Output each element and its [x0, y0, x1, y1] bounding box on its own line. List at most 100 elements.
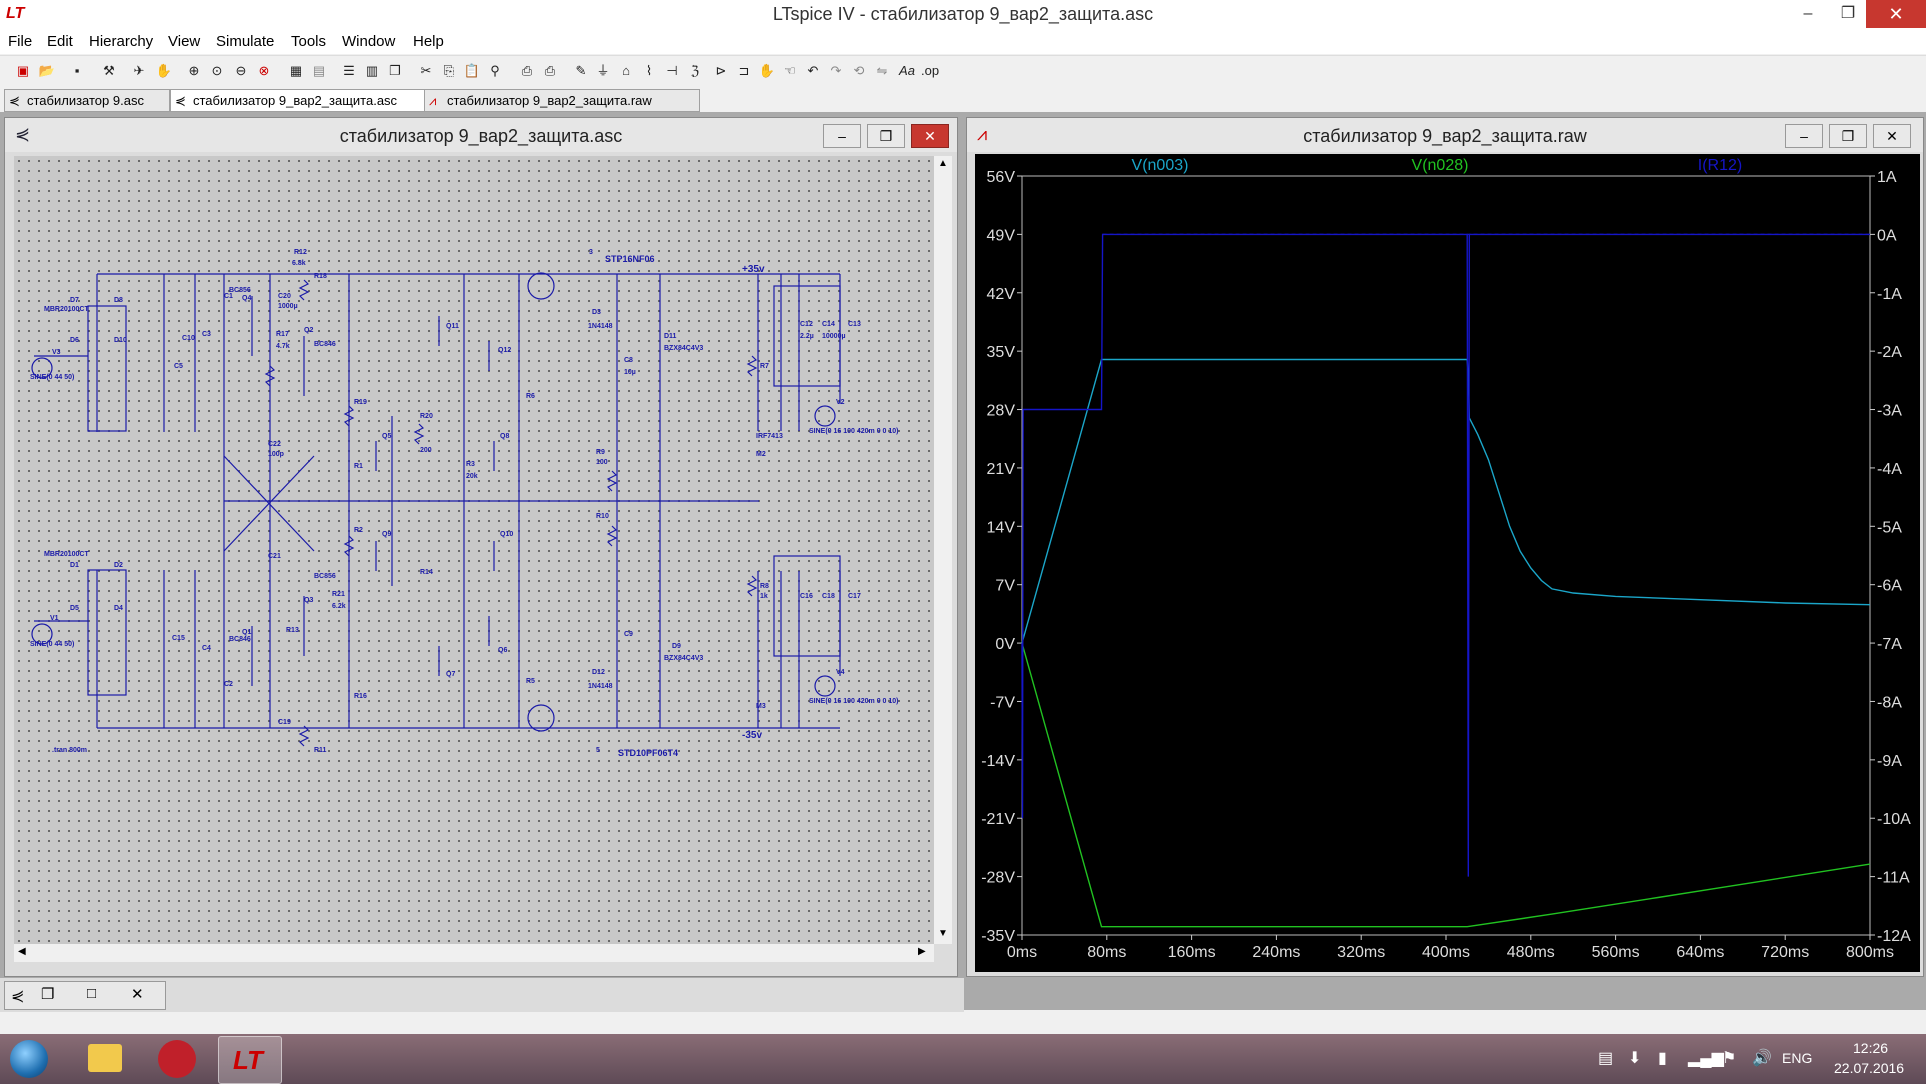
print-icon[interactable]: ⎙	[544, 63, 556, 78]
waveform-icon: ⩘	[429, 93, 437, 108]
schematic-minimize-button[interactable]: –	[823, 124, 861, 148]
label-d2: D2	[114, 562, 123, 569]
schematic-close-button[interactable]: ✕	[911, 124, 949, 148]
label-net-icon[interactable]: ⌂	[622, 63, 630, 78]
autorange-icon[interactable]: ▦	[289, 63, 303, 78]
minimize-button[interactable]: –	[1803, 5, 1813, 22]
maximize-button[interactable]: ❐	[1840, 5, 1856, 22]
capacitor-icon[interactable]: ⊣	[666, 63, 678, 78]
menu-hierarchy[interactable]: Hierarchy	[89, 33, 154, 50]
tab-schematic-2[interactable]: ⋞ стабилизатор 9_вар2_защита.asc	[170, 89, 446, 112]
tray-date[interactable]: 22.07.2016	[1834, 1060, 1905, 1076]
series-line	[1021, 642, 1871, 928]
tray-battery-icon[interactable]: ▮	[1658, 1050, 1667, 1067]
menu-tools[interactable]: Tools	[291, 33, 327, 50]
tray-language[interactable]: ENG	[1782, 1050, 1813, 1066]
menu-file[interactable]: File	[8, 33, 33, 50]
close-icon[interactable]: ✕	[131, 986, 144, 1003]
tab-waveform[interactable]: ⩘ стабилизатор 9_вар2_защита.raw	[424, 89, 700, 112]
spice-directive-icon[interactable]: .op	[921, 63, 940, 78]
tray-volume-icon[interactable]: 🔊	[1752, 1050, 1772, 1067]
mirror-icon[interactable]: ⇋	[876, 63, 888, 78]
ltspice-logo-icon[interactable]: LT	[6, 5, 25, 22]
scroll-left-icon[interactable]: ◀	[18, 946, 26, 957]
find-icon[interactable]: ⚲	[490, 63, 500, 78]
close-button[interactable]: ✕	[1866, 0, 1926, 28]
zoom-out-icon[interactable]: ⊖	[235, 63, 247, 78]
new-schematic-icon[interactable]: ▣	[16, 63, 30, 78]
waveform-restore-button[interactable]: ❐	[1829, 124, 1867, 148]
tray-network-icon[interactable]: ▤	[1598, 1050, 1614, 1067]
minimized-schematic[interactable]: ⋞ ❐ □ ✕	[4, 981, 166, 1010]
waveform-window-titlebar[interactable]: ⩘ стабилизатор 9_вар2_защита.raw – ❐ ✕	[967, 118, 1923, 152]
schematic-horizontal-scrollbar[interactable]: ◀ ▶	[14, 944, 934, 962]
schematic-vertical-scrollbar[interactable]: ▲ ▼	[934, 156, 952, 944]
waveform-close-button[interactable]: ✕	[1873, 124, 1911, 148]
taskbar-app[interactable]	[146, 1036, 208, 1082]
rotate-icon[interactable]: ⟲	[853, 63, 865, 78]
start-button[interactable]	[4, 1036, 54, 1082]
tray-flag-icon[interactable]: ⚑	[1722, 1050, 1737, 1067]
tray-update-icon[interactable]: ⬇	[1628, 1050, 1642, 1067]
undo-icon[interactable]: ↶	[807, 63, 819, 78]
draw-wire-icon[interactable]: ✎	[575, 63, 587, 78]
schematic-window-titlebar[interactable]: ⋞ стабилизатор 9_вар2_защита.asc – ❐ ✕	[5, 118, 957, 152]
schematic-restore-button[interactable]: ❐	[867, 124, 905, 148]
tab-schematic-1[interactable]: ⋞ стабилизатор 9.asc	[4, 89, 170, 112]
redo-icon[interactable]: ↷	[830, 63, 842, 78]
label-r8: R8	[760, 583, 769, 590]
scroll-up-icon[interactable]: ▲	[938, 158, 948, 169]
inductor-icon[interactable]: ℨ	[690, 63, 699, 78]
diode-icon[interactable]: ⊳	[715, 63, 727, 78]
drag-icon[interactable]: ☜	[784, 63, 796, 78]
trace-label[interactable]: I(R12)	[1698, 157, 1742, 174]
label-r9: R9	[596, 449, 605, 456]
tray-time[interactable]: 12:26	[1853, 1040, 1889, 1056]
label-q5: Q5	[382, 433, 391, 440]
run-icon[interactable]: ✈	[133, 63, 145, 78]
copy-icon[interactable]: ⎘	[443, 63, 455, 78]
trace-label[interactable]: V(n028)	[1412, 157, 1469, 174]
control-panel-icon[interactable]: ⚒	[103, 63, 115, 78]
print-preview-icon[interactable]: ⎙	[521, 63, 533, 78]
open-icon[interactable]: 📂	[38, 63, 56, 78]
text-icon[interactable]: Aa	[899, 63, 915, 78]
label-r1: R1	[354, 463, 363, 470]
restore-icon[interactable]: ❐	[41, 986, 55, 1003]
grid-icon[interactable]: ▤	[312, 63, 326, 78]
label-q2: Q2	[304, 327, 313, 334]
cascade-icon[interactable]: ❐	[389, 63, 401, 78]
tile-horizontal-icon[interactable]: ☰	[343, 63, 355, 78]
tray-signal-icon[interactable]: ▂▄▆	[1688, 1050, 1724, 1067]
y-tick-label: -28V	[981, 870, 1015, 887]
toolbar: ▣ 📂 ▪ ⚒ ✈ ✋ ⊕ ⊙ ⊖ ⊗ ▦ ▤ ☰ ▥ ❐ ✂ ⎘ 📋 ⚲ ⎙ …	[0, 55, 1926, 88]
menu-help[interactable]: Help	[413, 33, 444, 50]
maximize-icon[interactable]: □	[87, 985, 97, 1002]
zoom-fit-icon[interactable]: ⊗	[258, 63, 270, 78]
halt-icon[interactable]: ✋	[155, 63, 173, 78]
menu-simulate[interactable]: Simulate	[216, 33, 275, 50]
cut-icon[interactable]: ✂	[420, 63, 432, 78]
component-icon[interactable]: ⊐	[738, 63, 750, 78]
schematic-canvas[interactable]: STP16NF06 STD10PF06T4 +35v -35v SINE(0 4…	[14, 156, 934, 944]
move-icon[interactable]: ✋	[758, 63, 776, 78]
y2-tick-label: -8A	[1877, 694, 1902, 711]
paste-icon[interactable]: 📋	[463, 63, 481, 78]
save-icon[interactable]: ▪	[74, 63, 80, 78]
tile-vertical-icon[interactable]: ▥	[365, 63, 379, 78]
trace-label[interactable]: V(n003)	[1132, 157, 1189, 174]
ground-icon[interactable]: ⏚	[596, 63, 610, 78]
resistor-icon[interactable]: ⌇	[645, 63, 653, 78]
label-r13: R13	[286, 627, 299, 634]
zoom-in-icon[interactable]: ⊕	[188, 63, 200, 78]
menu-window[interactable]: Window	[342, 33, 396, 50]
taskbar-ltspice[interactable]: LT	[218, 1036, 282, 1084]
waveform-minimize-button[interactable]: –	[1785, 124, 1823, 148]
scroll-down-icon[interactable]: ▼	[938, 928, 948, 939]
pan-icon[interactable]: ⊙	[211, 63, 223, 78]
menu-view[interactable]: View	[168, 33, 201, 50]
taskbar-explorer[interactable]	[74, 1036, 136, 1082]
scroll-right-icon[interactable]: ▶	[918, 946, 926, 957]
menu-edit[interactable]: Edit	[47, 33, 73, 50]
